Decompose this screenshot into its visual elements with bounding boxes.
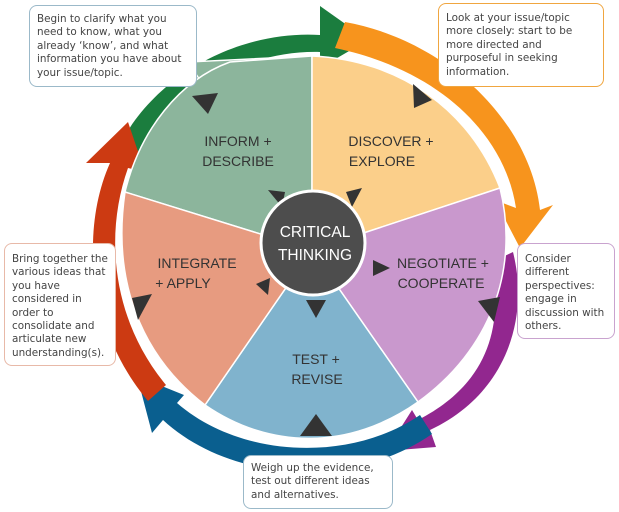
- segment-label-integrate-line1: INTEGRATE: [157, 255, 236, 271]
- pointer-triangle: [346, 188, 362, 207]
- segment-label-inform-line1: INFORM +: [204, 133, 271, 149]
- note-integrate: Bring together the various ideas that yo…: [4, 243, 116, 366]
- note-inform: Begin to clarify what you need to know, …: [29, 5, 197, 87]
- pointer-triangle: [413, 84, 432, 108]
- pointer-triangle: [256, 278, 270, 295]
- segment-label-discover-line2: EXPLORE: [349, 153, 415, 169]
- pointer-triangle: [373, 260, 390, 276]
- pointer-triangle: [192, 93, 218, 114]
- pointer-triangle: [478, 297, 500, 322]
- segment-label-negotiate-line2: COOPERATE: [398, 275, 485, 291]
- arrow-green-to-discover: [115, 6, 368, 170]
- note-test: Weigh up the evidence, test out differen…: [243, 455, 393, 509]
- segment-test: [203, 248, 420, 440]
- segment-inform-body: [124, 55, 313, 252]
- segment-label-test-line2: REVISE: [291, 371, 342, 387]
- center-label-line1: CRITICAL: [280, 224, 351, 241]
- arrow-red-to-inform: [86, 122, 166, 401]
- center-hub: [259, 189, 367, 297]
- pointer-triangle: [132, 294, 152, 320]
- note-discover: Look at your issue/topic more closely: s…: [438, 3, 604, 87]
- pointer-triangle: [306, 300, 326, 318]
- segment-label-test-line1: TEST +: [292, 351, 340, 367]
- center-label-line2: THINKING: [278, 247, 352, 264]
- segment-label-inform-line2: DESCRIBE: [202, 153, 274, 169]
- segment-discover: [311, 55, 501, 252]
- segment-label-negotiate-line1: NEGOTIATE +: [397, 255, 489, 271]
- segment-label-discover-line1: DISCOVER +: [348, 133, 433, 149]
- segment-label-integrate-line2: + APPLY: [155, 275, 211, 291]
- arrow-blue-to-integrate: [137, 376, 432, 472]
- note-negotiate: Consider different perspectives: engage …: [517, 243, 615, 339]
- pointer-triangle: [300, 414, 332, 436]
